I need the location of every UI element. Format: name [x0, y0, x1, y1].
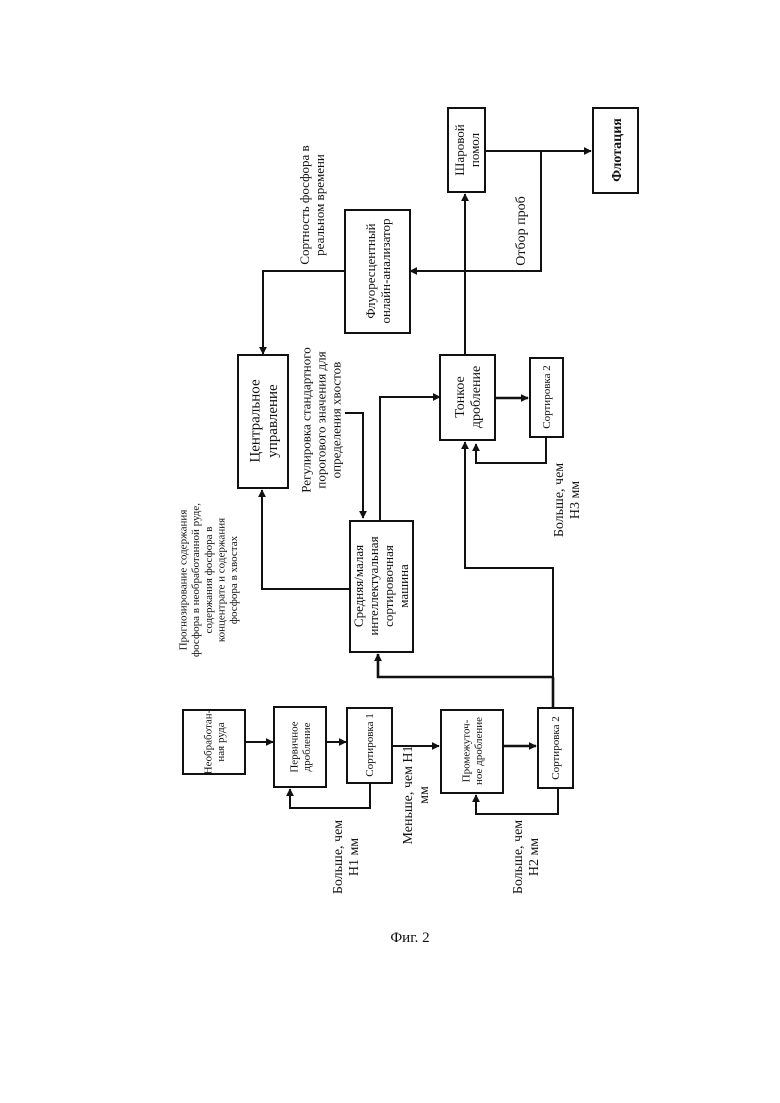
label-line: Сортировка 2: [550, 716, 562, 779]
label-line: Шаровой: [452, 124, 467, 175]
label-line: H1 мм: [347, 838, 362, 876]
label-line: порогового значения для: [314, 351, 329, 488]
label-line: Флуоресцентный: [363, 223, 378, 318]
arrow-to-sorting-machine: [378, 654, 553, 677]
label-line: помол: [467, 132, 482, 167]
label-line: дробление: [301, 722, 313, 771]
label-line: Флотация: [610, 118, 625, 182]
label-line: Больше, чем: [552, 463, 567, 537]
arrow-machine-to-control: [262, 490, 350, 589]
label-line: управление: [265, 384, 281, 458]
label-line: определения хвостов: [329, 362, 344, 479]
label-line: Больше, чем: [331, 820, 346, 894]
intermediate-crushing-label: Промежуточ-ное дробление: [461, 717, 486, 785]
box-sorting-2-upper: Сортировка 2: [530, 358, 563, 437]
label-line: Регулировка стандартного: [299, 347, 314, 493]
box-sorting-machine: Средняя/малаяинтеллектуальнаясортировочн…: [350, 521, 413, 652]
box-flotation: Флотация: [593, 108, 638, 193]
label-line: ное дробление: [473, 717, 485, 785]
label-prediction: Прогнозирование содержанияфосфора в необ…: [178, 503, 241, 657]
label-line: фосфора в хвостах: [228, 535, 240, 624]
sorting-1-label: Сортировка 1: [364, 713, 376, 776]
label-line: Больше, чем: [511, 820, 526, 894]
label-line: Средняя/малая: [351, 545, 366, 627]
label-line: содержания фосфора в: [203, 527, 215, 634]
label-larger-h3: Больше, чемH3 мм: [552, 463, 583, 537]
flotation-label: Флотация: [610, 118, 625, 182]
label-larger-h2: Больше, чемH2 мм: [511, 820, 542, 894]
box-fine-crushing: Тонкоедробление: [440, 355, 495, 440]
fluorescent-analyzer-label: Флуоресцентныйонлайн-анализатор: [363, 218, 393, 323]
label-line: сортировочная: [381, 545, 396, 627]
label-line: Сортировка 2: [541, 365, 553, 428]
box-central-control: Центральноеуправление: [238, 355, 288, 488]
arrow-analyzer-to-control: [263, 271, 345, 354]
central-control-label: Центральноеуправление: [248, 379, 281, 463]
label-line: Прогнозирование содержания: [178, 510, 190, 651]
box-sorting-1: Сортировка 1: [347, 708, 392, 783]
box-primary-crushing: Первичноедробление: [274, 707, 326, 787]
box-sorting-2-lower: Сортировка 2: [538, 708, 573, 788]
label-line: Отбор проб: [514, 196, 529, 265]
sorting-2-upper-label: Сортировка 2: [541, 365, 553, 428]
label-line: Меньше, чем H1: [401, 745, 416, 844]
label-line: мм: [417, 786, 432, 804]
label-line: Тонкое: [453, 376, 468, 417]
label-line: машина: [396, 564, 411, 608]
label-line: ная руда: [215, 722, 227, 761]
label-sampling: Отбор проб: [514, 196, 529, 265]
figure-caption: Фиг. 2: [360, 930, 460, 947]
label-line: H2 мм: [527, 838, 542, 876]
label-line: Сортировка 1: [364, 713, 376, 776]
label-line: H3 мм: [568, 481, 583, 519]
label-line: Промежуточ-: [461, 719, 473, 782]
label-line: интеллектуальная: [366, 536, 381, 635]
label-smaller-h1: Меньше, чем H1мм: [401, 745, 432, 844]
label-threshold-adjust: Регулировка стандартногопорогового значе…: [299, 347, 344, 493]
primary-crushing-label: Первичноедробление: [289, 721, 314, 772]
arrow-threshold-to-machine: [345, 413, 363, 518]
arrow-to-fine-crushing: [465, 442, 553, 677]
label-line: реальном времени: [312, 154, 327, 256]
box-fluorescent-analyzer: Флуоресцентныйонлайн-анализатор: [345, 210, 410, 333]
label-line: Первичное: [289, 721, 301, 772]
label-line: Необработан-: [203, 709, 215, 774]
sorting-2-lower-label: Сортировка 2: [550, 716, 562, 779]
label-line: Центральное: [248, 379, 264, 463]
label-realtime-grade: Сортность фосфора вреальном времени: [297, 145, 327, 264]
label-line: Сортность фосфора в: [297, 145, 312, 264]
box-intermediate-crushing: Промежуточ-ное дробление: [441, 710, 503, 793]
label-line: онлайн-анализатор: [378, 218, 393, 323]
arrow-machine-to-fine: [380, 397, 440, 521]
label-line: дробление: [469, 366, 484, 428]
box-ball-mill: Шаровойпомол: [448, 108, 485, 192]
label-larger-h1: Больше, чемH1 мм: [331, 820, 362, 894]
label-line: концентрате и содержания: [216, 518, 228, 642]
label-line: фосфора в необработанной руде,: [190, 503, 202, 657]
box-raw-ore: Необработан-ная руда: [183, 709, 245, 774]
